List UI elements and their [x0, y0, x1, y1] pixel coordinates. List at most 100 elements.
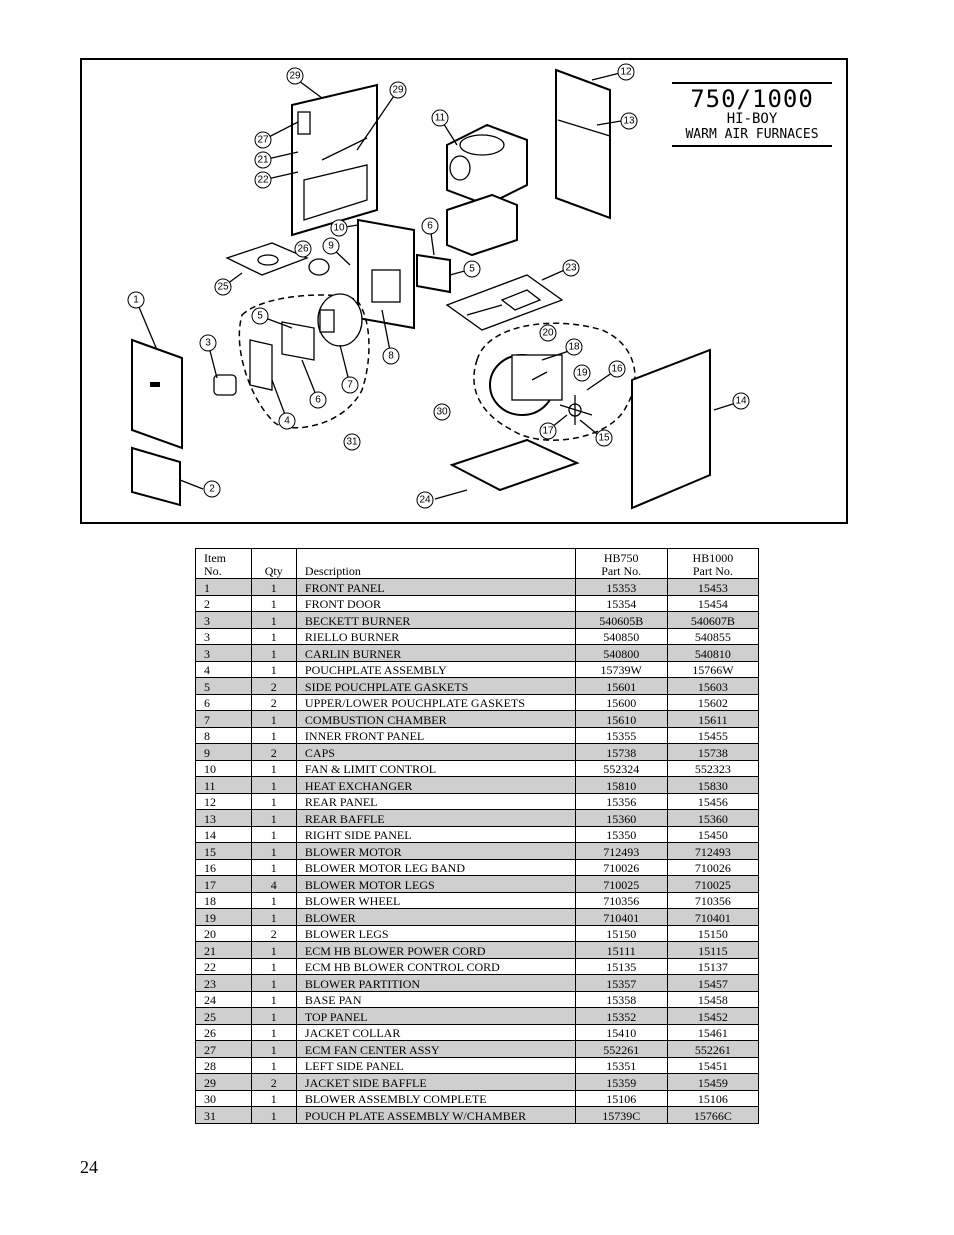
cell-hb1000-part-no: 15106	[666, 1089, 760, 1107]
cell-description: HEAT EXCHANGER	[295, 776, 576, 794]
cell-hb1000-part-no: 15766C	[666, 1106, 760, 1124]
cell-qty: 1	[250, 825, 297, 843]
svg-text:15: 15	[598, 433, 610, 444]
cell-item-no: 17	[195, 875, 252, 893]
svg-text:12: 12	[620, 67, 632, 78]
svg-text:19: 19	[576, 368, 588, 379]
cell-hb1000-part-no: 15150	[666, 924, 760, 942]
svg-text:13: 13	[623, 116, 635, 127]
cell-hb1000-part-no: 15602	[666, 693, 760, 711]
callout-7: 7	[341, 376, 359, 394]
cell-item-no: 6	[195, 693, 252, 711]
cell-qty: 1	[250, 974, 297, 992]
cell-qty: 1	[250, 726, 297, 744]
cell-hb750-part-no: 15354	[574, 594, 668, 612]
svg-text:5: 5	[469, 264, 475, 275]
cell-item-no: 16	[195, 858, 252, 876]
svg-text:5: 5	[257, 311, 263, 322]
cell-qty: 1	[250, 578, 297, 596]
cell-item-no: 5	[195, 677, 252, 695]
cell-description: BLOWER PARTITION	[295, 974, 576, 992]
cell-hb750-part-no: 15739C	[574, 1106, 668, 1124]
cell-hb750-part-no: 710356	[574, 891, 668, 909]
cell-description: JACKET SIDE BAFFLE	[295, 1073, 576, 1091]
cell-hb750-part-no: 15351	[574, 1056, 668, 1074]
callout-18: 18	[565, 338, 583, 356]
cell-description: ECM HB BLOWER CONTROL CORD	[295, 957, 576, 975]
cell-hb1000-part-no: 15457	[666, 974, 760, 992]
cell-hb1000-part-no: 710025	[666, 875, 760, 893]
svg-text:7: 7	[347, 380, 353, 391]
cell-qty: 1	[250, 594, 297, 612]
cell-hb1000-part-no: 15603	[666, 677, 760, 695]
cell-qty: 4	[250, 875, 297, 893]
cell-hb1000-part-no: 15830	[666, 776, 760, 794]
callout-22: 22	[254, 171, 272, 189]
cell-item-no: 27	[195, 1040, 252, 1058]
callout-3: 3	[199, 334, 217, 352]
svg-text:23: 23	[565, 263, 577, 274]
cell-item-no: 29	[195, 1073, 252, 1091]
burner-shape	[213, 374, 237, 396]
cell-item-no: 20	[195, 924, 252, 942]
header-qty: Qty	[250, 548, 297, 579]
callout-8: 8	[382, 347, 400, 365]
cell-hb750-part-no: 15357	[574, 974, 668, 992]
diagram-title: 750/1000	[690, 85, 814, 113]
cell-description: RIGHT SIDE PANEL	[295, 825, 576, 843]
cell-qty: 1	[250, 941, 297, 959]
svg-text:24: 24	[419, 495, 431, 506]
cell-item-no: 21	[195, 941, 252, 959]
svg-text:4: 4	[284, 416, 290, 427]
cell-item-no: 28	[195, 1056, 252, 1074]
svg-text:31: 31	[346, 437, 358, 448]
cell-qty: 1	[250, 1089, 297, 1107]
cell-item-no: 23	[195, 974, 252, 992]
callout-5a: 5	[463, 260, 481, 278]
cell-hb1000-part-no: 15451	[666, 1056, 760, 1074]
cell-hb1000-part-no: 15459	[666, 1073, 760, 1091]
cell-hb750-part-no: 15356	[574, 792, 668, 810]
cell-hb750-part-no: 15610	[574, 710, 668, 728]
heat-exchanger-base	[446, 193, 518, 257]
cell-description: BLOWER MOTOR LEG BAND	[295, 858, 576, 876]
svg-text:29: 29	[392, 85, 404, 96]
callout-10: 10	[330, 219, 348, 237]
callout-15: 15	[595, 429, 613, 447]
cell-item-no: 4	[195, 660, 252, 678]
cell-description: BASE PAN	[295, 990, 576, 1008]
cell-description: ECM HB BLOWER POWER CORD	[295, 941, 576, 959]
cell-hb1000-part-no: 15453	[666, 578, 760, 596]
cell-item-no: 31	[195, 1106, 252, 1124]
svg-text:26: 26	[297, 244, 309, 255]
cell-hb1000-part-no: 15454	[666, 594, 760, 612]
blower-assembly-outline	[473, 322, 636, 441]
cell-hb750-part-no: 15810	[574, 776, 668, 794]
callout-31: 31	[343, 433, 361, 451]
callout-6b: 6	[309, 391, 327, 409]
jacket-collar-shape	[308, 258, 330, 276]
cell-hb1000-part-no: 15738	[666, 743, 760, 761]
cell-hb1000-part-no: 710026	[666, 858, 760, 876]
callout-2: 2	[203, 480, 221, 498]
cell-hb1000-part-no: 710401	[666, 908, 760, 926]
cell-qty: 1	[250, 611, 297, 629]
svg-text:2: 2	[209, 484, 215, 495]
cell-description: TOP PANEL	[295, 1007, 576, 1025]
cell-description: FRONT PANEL	[295, 578, 576, 596]
svg-text:9: 9	[328, 241, 334, 252]
cell-qty: 1	[250, 644, 297, 662]
cell-item-no: 12	[195, 792, 252, 810]
svg-text:16: 16	[611, 364, 623, 375]
callout-16: 16	[608, 360, 626, 378]
